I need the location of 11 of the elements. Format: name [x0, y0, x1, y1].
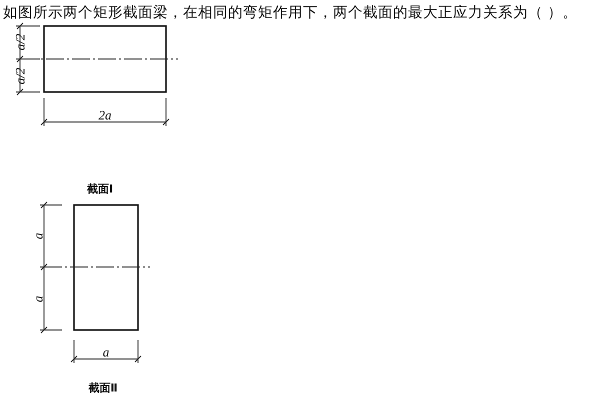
beam-section-outline	[43, 25, 167, 93]
dimension-label: a	[32, 296, 44, 302]
dimension-label: 2a	[98, 108, 112, 122]
dimension-label: a	[102, 346, 110, 358]
section-caption: 截面Ⅱ	[88, 382, 118, 394]
dimension-label: a	[32, 232, 44, 240]
dimension-label: a/2	[14, 68, 26, 84]
beam-section-outline	[73, 204, 139, 331]
question-text: 如图所示两个矩形截面梁，在相同的弯矩作用下，两个截面的最大正应力关系为（ ）。	[3, 4, 578, 22]
dimension-label: a/2	[14, 34, 26, 50]
section-caption: 截面Ⅰ	[86, 184, 114, 194]
